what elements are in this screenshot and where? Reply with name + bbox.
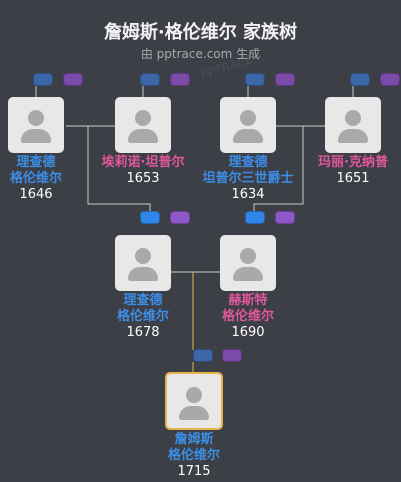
person-name: 埃莉诺·坦普尔 xyxy=(101,155,185,170)
person-birth-year: 1653 xyxy=(126,171,160,186)
person-birth-year: 1646 xyxy=(19,187,53,202)
expand-children-button[interactable] xyxy=(170,211,190,224)
expand-parents-button[interactable] xyxy=(350,73,370,86)
person-name: 理查德格伦维尔 xyxy=(116,293,169,324)
person-name: 赫斯特格伦维尔 xyxy=(221,293,274,324)
person-birth-year: 1634 xyxy=(231,187,265,202)
person-birth-year: 1651 xyxy=(336,171,370,186)
person-card-root[interactable]: 詹姆斯格伦维尔 1715 xyxy=(142,372,246,480)
avatar xyxy=(220,235,276,291)
person-birth-year: 1678 xyxy=(126,325,160,340)
person-card[interactable]: 玛丽·克纳普 1651 xyxy=(301,97,401,187)
person-name: 詹姆斯格伦维尔 xyxy=(167,432,220,463)
expand-children-button[interactable] xyxy=(275,211,295,224)
expand-children-button[interactable] xyxy=(380,73,400,86)
avatar xyxy=(165,372,223,430)
expand-parents-button[interactable] xyxy=(140,73,160,86)
avatar xyxy=(115,235,171,291)
expand-children-button[interactable] xyxy=(170,73,190,86)
expand-parents-button[interactable] xyxy=(140,211,160,224)
expand-children-button[interactable] xyxy=(63,73,83,86)
person-name: 玛丽·克纳普 xyxy=(318,155,388,170)
avatar xyxy=(8,97,64,153)
avatar xyxy=(220,97,276,153)
person-birth-year: 1690 xyxy=(231,325,265,340)
person-card[interactable]: 理查德坦普尔三世爵士 1634 xyxy=(196,97,300,203)
person-card[interactable]: 埃莉诺·坦普尔 1653 xyxy=(91,97,195,187)
expand-parents-button[interactable] xyxy=(193,349,213,362)
expand-parents-button[interactable] xyxy=(245,73,265,86)
expand-children-button[interactable] xyxy=(222,349,242,362)
avatar xyxy=(325,97,381,153)
expand-parents-button[interactable] xyxy=(245,211,265,224)
person-card[interactable]: 理查德格伦维尔 1678 xyxy=(91,235,195,341)
person-birth-year: 1715 xyxy=(177,464,211,479)
page-title: 詹姆斯·格伦维尔 家族树 xyxy=(103,22,298,43)
expand-parents-button[interactable] xyxy=(33,73,53,86)
person-name: 理查德格伦维尔 xyxy=(9,155,62,186)
person-card[interactable]: 理查德格伦维尔 1646 xyxy=(0,97,88,203)
person-card[interactable]: 赫斯特格伦维尔 1690 xyxy=(196,235,300,341)
person-name: 理查德坦普尔三世爵士 xyxy=(202,155,294,186)
expand-children-button[interactable] xyxy=(275,73,295,86)
page-subtitle: 由 pptrace.com 生成 xyxy=(140,47,261,61)
avatar xyxy=(115,97,171,153)
